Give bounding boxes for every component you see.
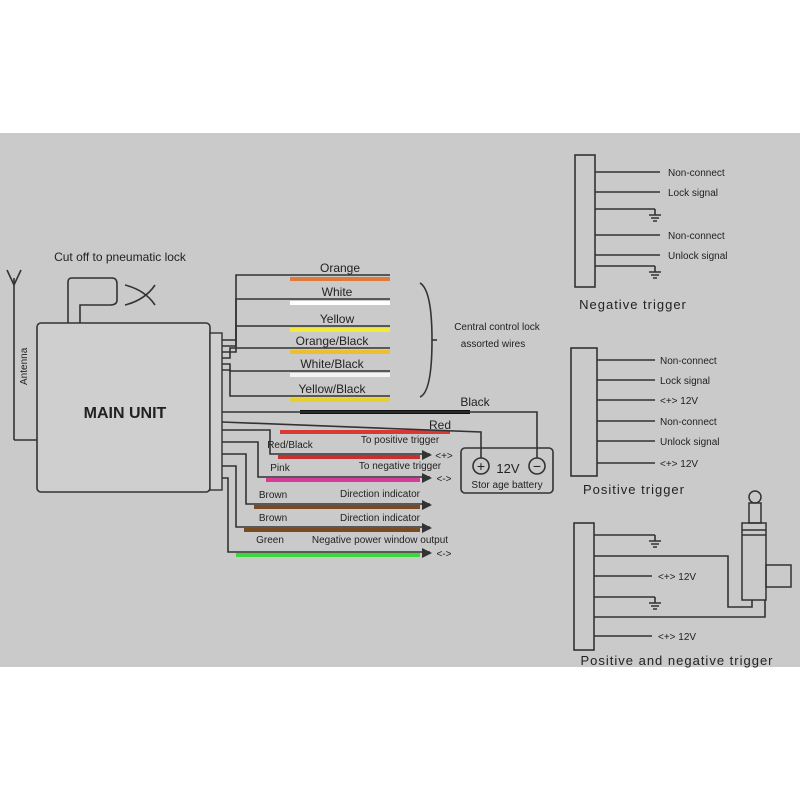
- arrow-icon: [422, 548, 432, 558]
- pin-label: Non-connect: [668, 168, 725, 179]
- wire-terminal: <+>: [435, 451, 453, 462]
- pneumatic-tube: [67, 277, 118, 323]
- ground-icon: [649, 597, 661, 610]
- wire-description: Negative power window output: [312, 535, 448, 546]
- wire-lead: [222, 429, 430, 455]
- arrow-icon: [422, 473, 432, 483]
- antenna-icon: [6, 269, 37, 441]
- wire-lead: [222, 298, 390, 347]
- pin-label: Non-connect: [660, 417, 717, 428]
- pin-label: <+> 12V: [658, 572, 696, 583]
- battery-plus: +: [477, 458, 485, 474]
- pin-label: <+> 12V: [660, 459, 698, 470]
- wire-lead: [222, 369, 390, 397]
- ground-icon: [649, 535, 661, 548]
- wire-lead: [222, 465, 430, 528]
- door-lock-actuator-icon: [741, 490, 792, 601]
- wire-description: To positive trigger: [361, 435, 440, 446]
- battery-voltage: 12V: [496, 461, 519, 476]
- central-lock-line1: Central control lock: [454, 322, 541, 333]
- main-unit-label: MAIN UNIT: [84, 405, 167, 422]
- wire-description: Direction indicator: [340, 513, 421, 524]
- wire-lead: [222, 453, 430, 505]
- red-to-battery: [221, 421, 482, 458]
- pin-label: Unlock signal: [660, 437, 719, 448]
- wire-label: Yellow/Black: [299, 382, 367, 396]
- pin-label: Lock signal: [668, 188, 718, 199]
- central-lock-wires: OrangeWhiteYellowOrange/BlackWhite/Black…: [222, 261, 390, 402]
- connector: [574, 154, 596, 288]
- wire-lead: [222, 477, 430, 553]
- scissors-icon: [124, 284, 156, 306]
- cutoff-label: Cut off to pneumatic lock: [54, 250, 187, 264]
- wire-lead: [222, 363, 390, 372]
- wire-lead: [222, 441, 430, 478]
- pin-label: Non-connect: [660, 356, 717, 367]
- pin-label: Lock signal: [660, 376, 710, 387]
- arrow-icon: [422, 450, 432, 460]
- connector: [573, 522, 595, 651]
- central-lock-line2: assorted wires: [461, 339, 525, 350]
- connector: [570, 347, 598, 477]
- wire-label: White: [322, 285, 353, 299]
- wire-label: White/Black: [300, 357, 364, 371]
- wire-label-red: Red: [429, 418, 451, 432]
- wire-label: Orange/Black: [296, 334, 370, 348]
- wire-label: Brown: [259, 513, 287, 524]
- wire-label: Green: [256, 535, 284, 546]
- negative-trigger-title: Negative trigger: [579, 297, 687, 312]
- wire-label: Pink: [270, 463, 290, 474]
- wire-label: Orange: [320, 261, 360, 275]
- arrow-icon: [422, 523, 432, 533]
- pin-label: Unlock signal: [668, 251, 727, 262]
- ground-icon: [649, 209, 661, 222]
- wire-terminal: <->: [436, 474, 451, 485]
- black-to-battery: [222, 411, 538, 458]
- wire-label: Brown: [259, 490, 287, 501]
- main-unit-connector: [209, 332, 223, 491]
- positive-trigger-title: Positive trigger: [583, 482, 685, 497]
- battery-minus: −: [533, 458, 541, 474]
- wire-label: Yellow: [320, 312, 355, 326]
- wire-terminal: <->: [436, 549, 451, 560]
- wire-description: To negative trigger: [359, 461, 442, 472]
- pin-label: <+> 12V: [658, 632, 696, 643]
- wire-description: Direction indicator: [340, 489, 421, 500]
- pin-label: <+> 12V: [660, 396, 698, 407]
- battery-label: Stor age battery: [471, 480, 542, 491]
- wire-label-black: Black: [460, 395, 490, 409]
- wire-lead: [222, 347, 390, 359]
- ground-icon: [649, 266, 661, 279]
- pin-label: Non-connect: [668, 231, 725, 242]
- antenna-label: Antenna: [19, 347, 30, 385]
- wire-label: Red/Black: [267, 440, 314, 451]
- pos-neg-trigger-panel: <+> 12V <+> 12V: [573, 522, 766, 651]
- wire-lead: [222, 325, 390, 353]
- arrow-icon: [422, 500, 432, 510]
- pos-neg-trigger-title: Positive and negative trigger: [580, 653, 773, 668]
